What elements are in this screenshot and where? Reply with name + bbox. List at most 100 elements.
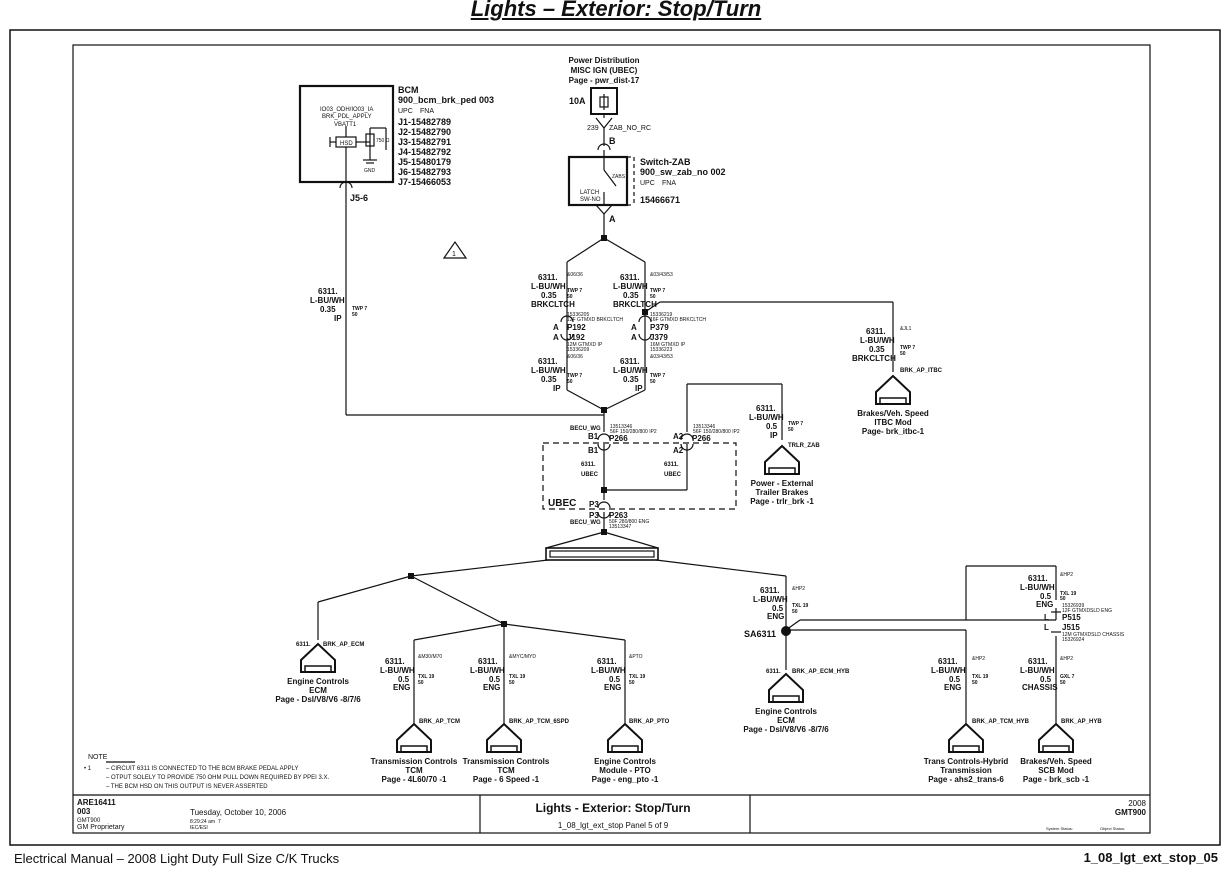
w17-size: 0.5 (1040, 592, 1052, 601)
j379-desc: 16M GTMXD IP (650, 342, 686, 348)
w12-eng: ENG (483, 683, 500, 692)
ubec-label: UBEC (548, 498, 576, 509)
p515: P515 (1062, 613, 1081, 622)
w8-circ: 6311. (581, 462, 596, 468)
p266-pn-l: 13513346 (610, 424, 632, 430)
w11-eng: ENG (393, 683, 410, 692)
w10-circ: 6311. (296, 642, 311, 648)
p192-desc: 12F GTMXD BRKCLTCH (567, 317, 623, 323)
opt-m30: &M30/M70 (418, 654, 442, 660)
wire-tcm: BRK_AP_TCM (419, 719, 460, 725)
w3-circ: 6311. (620, 273, 640, 282)
w6-circ: 6311. (866, 327, 886, 336)
w17-txl: TXL 19 (1060, 591, 1077, 597)
ecmh-l1: Engine Controls (755, 707, 817, 716)
w6-twp: TWP 7 (900, 345, 915, 351)
w4-size: 0.35 (541, 375, 557, 384)
w2-twp: TWP 7 (567, 288, 582, 294)
p515-l: L (1044, 613, 1049, 622)
w17-eng: ENG (1036, 600, 1053, 609)
w16-eng: ENG (944, 683, 961, 692)
w17-circ: 6311. (1028, 574, 1048, 583)
p515-pn: 15326939 (1062, 603, 1084, 609)
trlr-l1: Power - External (751, 479, 814, 488)
p263-desc: 50F 280/800 ENG (609, 519, 649, 525)
circuit-239: 239 (587, 125, 599, 132)
w2-color: L-BU/WH (531, 282, 566, 291)
w1-ip: IP (334, 314, 342, 323)
w11-circ: 6311. (385, 657, 405, 666)
w14-50: 50 (792, 609, 798, 615)
bcm-conn-4: J4-15482792 (398, 147, 451, 157)
p515-desc: 12F GTMXDSLD ENG (1062, 608, 1112, 614)
w16-txl: TXL 19 (972, 674, 989, 680)
ecmh-l2: ECM (777, 716, 795, 725)
opt-hp2-d: &HP2 (1060, 656, 1073, 662)
p266-desc-r: 56F 150/280/800 IP2 (693, 429, 740, 435)
tb-status-2: Object Status: (1100, 826, 1125, 831)
w6-size: 0.35 (869, 345, 885, 354)
w4-ip: IP (553, 384, 561, 393)
itbc-l1: Brakes/Veh. Speed (857, 409, 929, 418)
tb-sub: 1_08_lgt_ext_stop Panel 5 of 9 (558, 821, 669, 830)
w7-ip: IP (770, 431, 778, 440)
bcm-hsd: HSD (340, 141, 353, 147)
tb-status-1: System Status: (1046, 826, 1073, 831)
w18-size: 0.5 (1040, 675, 1052, 684)
bcm-conn-7: J7-15466053 (398, 177, 451, 187)
w16-size: 0.5 (949, 675, 961, 684)
w13-txl: TXL 19 (629, 674, 646, 680)
w4-twp: TWP 7 (567, 373, 582, 379)
power-page: Page - pwr_dist-17 (569, 76, 640, 85)
tb-date: Tuesday, October 10, 2006 (190, 808, 287, 817)
becu-wg-1: BECU_WG (570, 426, 601, 432)
tcmh-l1: Trans Controls-Hybrid (924, 757, 1009, 766)
w17-50: 50 (1060, 596, 1066, 602)
w15-circ: 6311. (766, 669, 781, 675)
pto-l1: Engine Controls (594, 757, 656, 766)
note-flag: 1 (452, 251, 456, 258)
j192-desc: 12M GTMXD IP (567, 342, 603, 348)
bcm-fna: FNA (420, 108, 434, 115)
w7-50: 50 (788, 427, 794, 433)
trlr-l3: Page - trlr_brk -1 (750, 497, 814, 506)
p263-pn: 13513347 (609, 524, 631, 530)
j515-desc: 12M GTMXDSLD CHASSIS (1062, 632, 1125, 638)
w5-color: L-BU/WH (613, 366, 648, 375)
pto-l3: Page - eng_pto -1 (592, 775, 659, 784)
hyb-l2: SCB Mod (1038, 766, 1074, 775)
w13-50: 50 (629, 680, 635, 686)
hyb-l3: Page - brk_scb -1 (1023, 775, 1090, 784)
opt-hp2-b: &HP2 (972, 656, 985, 662)
w13-circ: 6311. (597, 657, 617, 666)
wire-hyb: BRK_AP_HYB (1061, 719, 1102, 725)
wire-itbc: BRK_AP_ITBC (900, 368, 943, 374)
tcm-l2: TCM (405, 766, 423, 775)
w11-txl: TXL 19 (418, 674, 435, 680)
wire-tcm6: BRK_AP_TCM_6SPD (509, 719, 570, 725)
tb-rev: 003 (77, 807, 91, 816)
w1-circ: 6311. (318, 287, 338, 296)
switch-name: Switch-ZAB (640, 157, 691, 167)
opt-a1: &06/36 (567, 272, 583, 278)
bcm-pin-func2: BRK_PDL_APPLY (322, 114, 372, 120)
opt-myc: &MYC/MYD (509, 654, 536, 660)
p192-a: A (553, 323, 559, 332)
bcm-gnd: GND (364, 168, 376, 174)
footer-page-id: 1_08_lgt_ext_stop_05 (1083, 850, 1218, 865)
bcm-pin-func: IO03_ODH/IO03_IA (320, 107, 373, 113)
tb-prop: GM Proprietary (77, 824, 125, 831)
w6-50: 50 (900, 351, 906, 357)
tcmh-l2: Transmission (940, 766, 992, 775)
opt-pto: &PTO (629, 654, 643, 660)
tcm6-l2: TCM (497, 766, 515, 775)
bcm-conn-1: J1-15482789 (398, 117, 451, 127)
bcm-vbatt: VBATT1 (334, 122, 357, 128)
switch-latch: LATCH (580, 190, 599, 196)
p379-desc: 16F GTMXD BRKCLTCH (650, 317, 706, 323)
w16-color: L-BU/WH (931, 666, 966, 675)
w1-twp: TWP 7 (352, 306, 367, 312)
ecmh-l3: Page - Dsl/V8/V6 -8/7/6 (743, 725, 829, 734)
opt-hp2-c: &HP2 (1060, 572, 1073, 578)
